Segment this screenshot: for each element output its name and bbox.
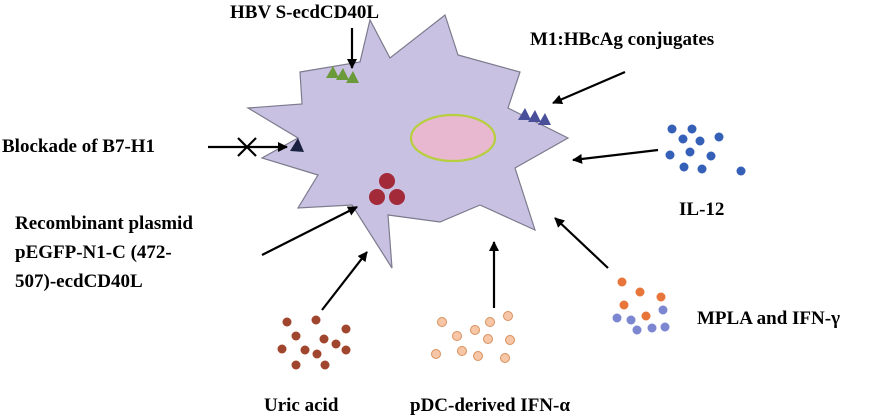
dendritic-cell-body	[246, 13, 570, 269]
label-hbv-s-ecdcd40l: HBV S-ecdCD40L	[230, 2, 380, 23]
label-mpla-ifn-gamma: MPLA and IFN-γ	[697, 308, 840, 329]
blockade-cross-icon	[237, 137, 257, 157]
label-il-12: IL-12	[679, 199, 725, 220]
label-blockade-b7-h1: Blockade of B7-H1	[2, 136, 156, 157]
label-plasmid-line-2: pEGFP-N1-C (472-	[15, 242, 172, 263]
plasmid-particles	[369, 173, 405, 205]
hbv-antigen-triangles	[326, 66, 359, 83]
arrow-plasmid	[261, 206, 358, 256]
il12-molecules	[665, 124, 746, 176]
arrow-mpla	[554, 217, 609, 269]
nucleus	[409, 113, 497, 163]
b7-h1-receptor-triangle	[290, 138, 304, 152]
pdc-ifn-alpha-molecules	[431, 311, 515, 363]
label-plasmid-line-1: Recombinant plasmid	[15, 213, 193, 234]
label-pdc-derived-ifn-alpha: pDC-derived IFN-α	[410, 395, 570, 416]
uric-acid-molecules	[277, 315, 351, 370]
arrow-il12	[572, 148, 659, 164]
label-m1-hbcag-conjugates: M1:HBcAg conjugates	[530, 29, 715, 50]
arrow-m1	[552, 70, 626, 105]
mpla-ifn-gamma-molecules	[612, 277, 670, 335]
arrow-uric	[321, 251, 368, 311]
label-plasmid-line-3: 507)-ecdCD40L	[15, 271, 143, 292]
m1-conjugate-triangles	[518, 108, 551, 125]
label-uric-acid: Uric acid	[264, 395, 339, 416]
